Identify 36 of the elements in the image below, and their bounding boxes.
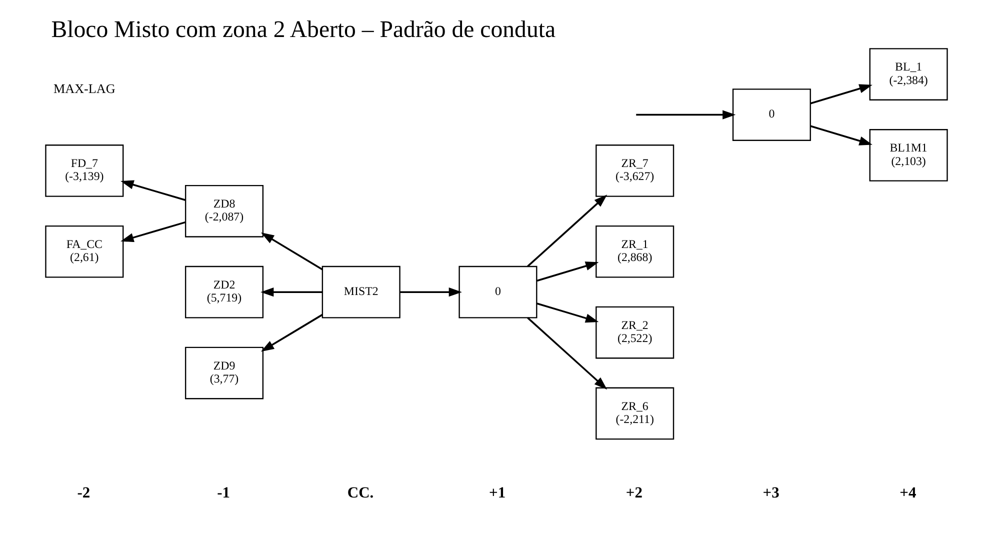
- arrow: [120, 180, 186, 201]
- arrow: [527, 317, 608, 390]
- arrow: [810, 84, 872, 104]
- node-box: ZD2 (5,719): [184, 266, 264, 318]
- node-box: BL1M1 (2,103): [869, 129, 948, 182]
- node-box: FD_7 (-3,139): [45, 144, 124, 197]
- node-box: ZR_1 (2,868): [596, 225, 674, 278]
- node-box: ZD9 (3,77): [184, 346, 264, 400]
- arrow: [260, 288, 322, 297]
- node-box: ZR_2 (2,522): [596, 306, 674, 359]
- label: -1: [217, 484, 230, 502]
- arrow: [400, 288, 462, 297]
- arrow: [260, 314, 323, 352]
- node-box: ZR_6 (-2,211): [596, 387, 674, 440]
- node-box: MIST2: [322, 266, 400, 318]
- arrow: [636, 110, 736, 120]
- arrow: [810, 125, 872, 146]
- node-box: ZD8 (-2,087): [184, 184, 264, 238]
- label: +2: [626, 484, 642, 502]
- arrow: [260, 232, 323, 270]
- node-box: FA_CC (2,61): [45, 225, 124, 278]
- label: MAX-LAG: [54, 81, 116, 96]
- diagram-title: Bloco Misto com zona 2 Aberto – Padrão de conduta: [51, 16, 556, 43]
- node-box: BL_1 (-2,384): [869, 48, 948, 100]
- arrow: [536, 302, 599, 323]
- label: +3: [762, 484, 780, 502]
- arrow: [527, 194, 608, 267]
- node-box: 0: [732, 88, 811, 141]
- label: -2: [77, 484, 90, 502]
- arrow: [120, 221, 186, 242]
- node-box: 0: [458, 266, 538, 318]
- node-box: ZR_7 (-3,627): [596, 144, 674, 197]
- label: CC.: [347, 484, 374, 502]
- arrow: [536, 262, 599, 282]
- label: +1: [489, 484, 506, 502]
- label: +4: [900, 484, 916, 502]
